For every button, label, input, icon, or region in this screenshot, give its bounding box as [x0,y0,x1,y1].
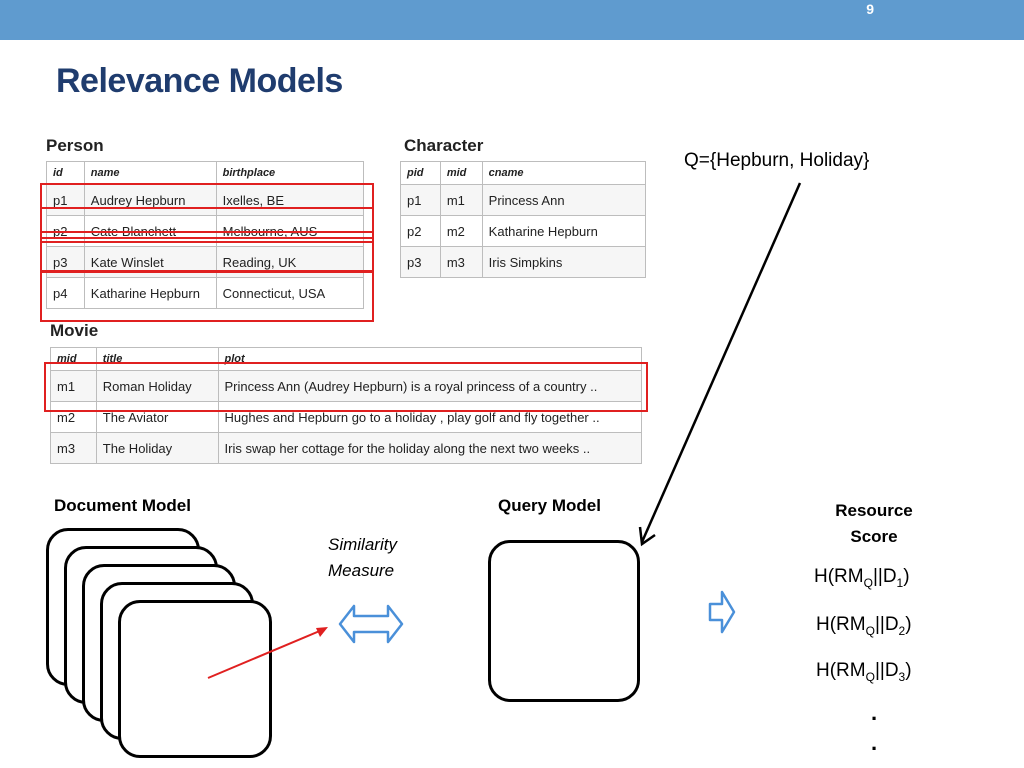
column-header: birthplace [215,161,365,185]
document-model-label: Document Model [54,496,191,515]
table-cell: p4 [46,277,85,309]
query-model-box [488,540,640,702]
score-formula: H(RMQ||D1) [814,566,910,590]
formula-text: ||D [874,614,899,635]
character-table-title: Character [404,136,484,155]
table-cell: m3 [50,432,97,464]
score-formula: H(RMQ||D3) [816,660,912,684]
formula-text: ) [905,614,912,635]
formula-text: ||D [872,566,897,587]
highlight-box [40,207,374,243]
score-formula: H(RMQ||D2) [816,614,912,638]
similarity-measure-label: Similarity Measure [328,532,397,584]
highlight-box [40,237,374,273]
formula-text: H(RM [814,566,864,587]
formula-subscript: Q [865,623,875,638]
query-text: Q={Hepburn, Holiday} [684,150,870,171]
movie-table-title: Movie [50,321,99,340]
header-bar: 9 [0,0,1024,40]
character-table: pid mid cname p1 m1 Princess Ann p2 m2 K… [400,161,647,278]
measure-line: Measure [328,561,395,580]
table-row: p1 m1 Princess Ann [400,184,647,216]
table-cell: Ixelles, BE [215,184,365,216]
highlight-box [40,270,374,322]
table-cell: Iris swap her cottage for the holiday al… [217,432,642,464]
table-row: p1 Audrey Hepburn Ixelles, BE [46,184,365,216]
table-row: p3 m3 Iris Simpkins [400,246,647,278]
ellipsis-dot: . [871,700,878,725]
table-cell: Hughes and Hepburn go to a holiday , pla… [217,401,642,433]
formula-subscript: Q [863,575,873,590]
table-row: p4 Katharine Hepburn Connecticut, USA [46,277,365,309]
table-row: m2 The Aviator Hughes and Hepburn go to … [50,401,642,433]
table-cell: The Holiday [95,432,219,464]
person-table-title: Person [46,136,104,155]
right-arrow-icon [708,590,736,634]
highlight-box [44,362,648,412]
table-cell: Connecticut, USA [215,277,365,309]
formula-subscript: Q [865,669,875,684]
movie-table: mid title plot m1 Roman Holiday Princess… [50,347,642,464]
formula-text: H(RM [816,660,866,681]
formula-text: H(RM [816,614,866,635]
query-model-label: Query Model [498,496,601,515]
table-cell: p1 [46,184,85,216]
formula-text: ||D [874,660,899,681]
column-header: id [46,161,85,185]
formula-subscript: 3 [898,669,906,684]
formula-subscript: 2 [898,623,906,638]
table-cell: p3 [400,246,441,278]
table-row: m3 The Holiday Iris swap her cottage for… [50,432,642,464]
table-cell: Audrey Hepburn [83,184,217,216]
slide-title: Relevance Models [56,62,343,100]
red-arrow [207,627,328,679]
table-cell: Roman Holiday [95,370,219,402]
ellipsis-dot: . [871,730,878,755]
document-card [118,600,272,758]
table-cell: Iris Simpkins [481,246,647,278]
double-arrow-icon [338,604,404,644]
formula-text: ) [903,566,910,587]
query-arrow [638,182,802,547]
similarity-line: Similarity [328,535,397,554]
resource-score-label: Resource Score [818,498,930,550]
table-cell: Princess Ann [481,184,647,216]
resource-line: Resource [835,501,913,520]
table-cell: m1 [50,370,97,402]
table-cell: m3 [439,246,483,278]
score-line: Score [850,527,898,546]
formula-subscript: 1 [896,575,904,590]
formula-text: ) [905,660,912,681]
slide-number: 9 [866,1,874,17]
